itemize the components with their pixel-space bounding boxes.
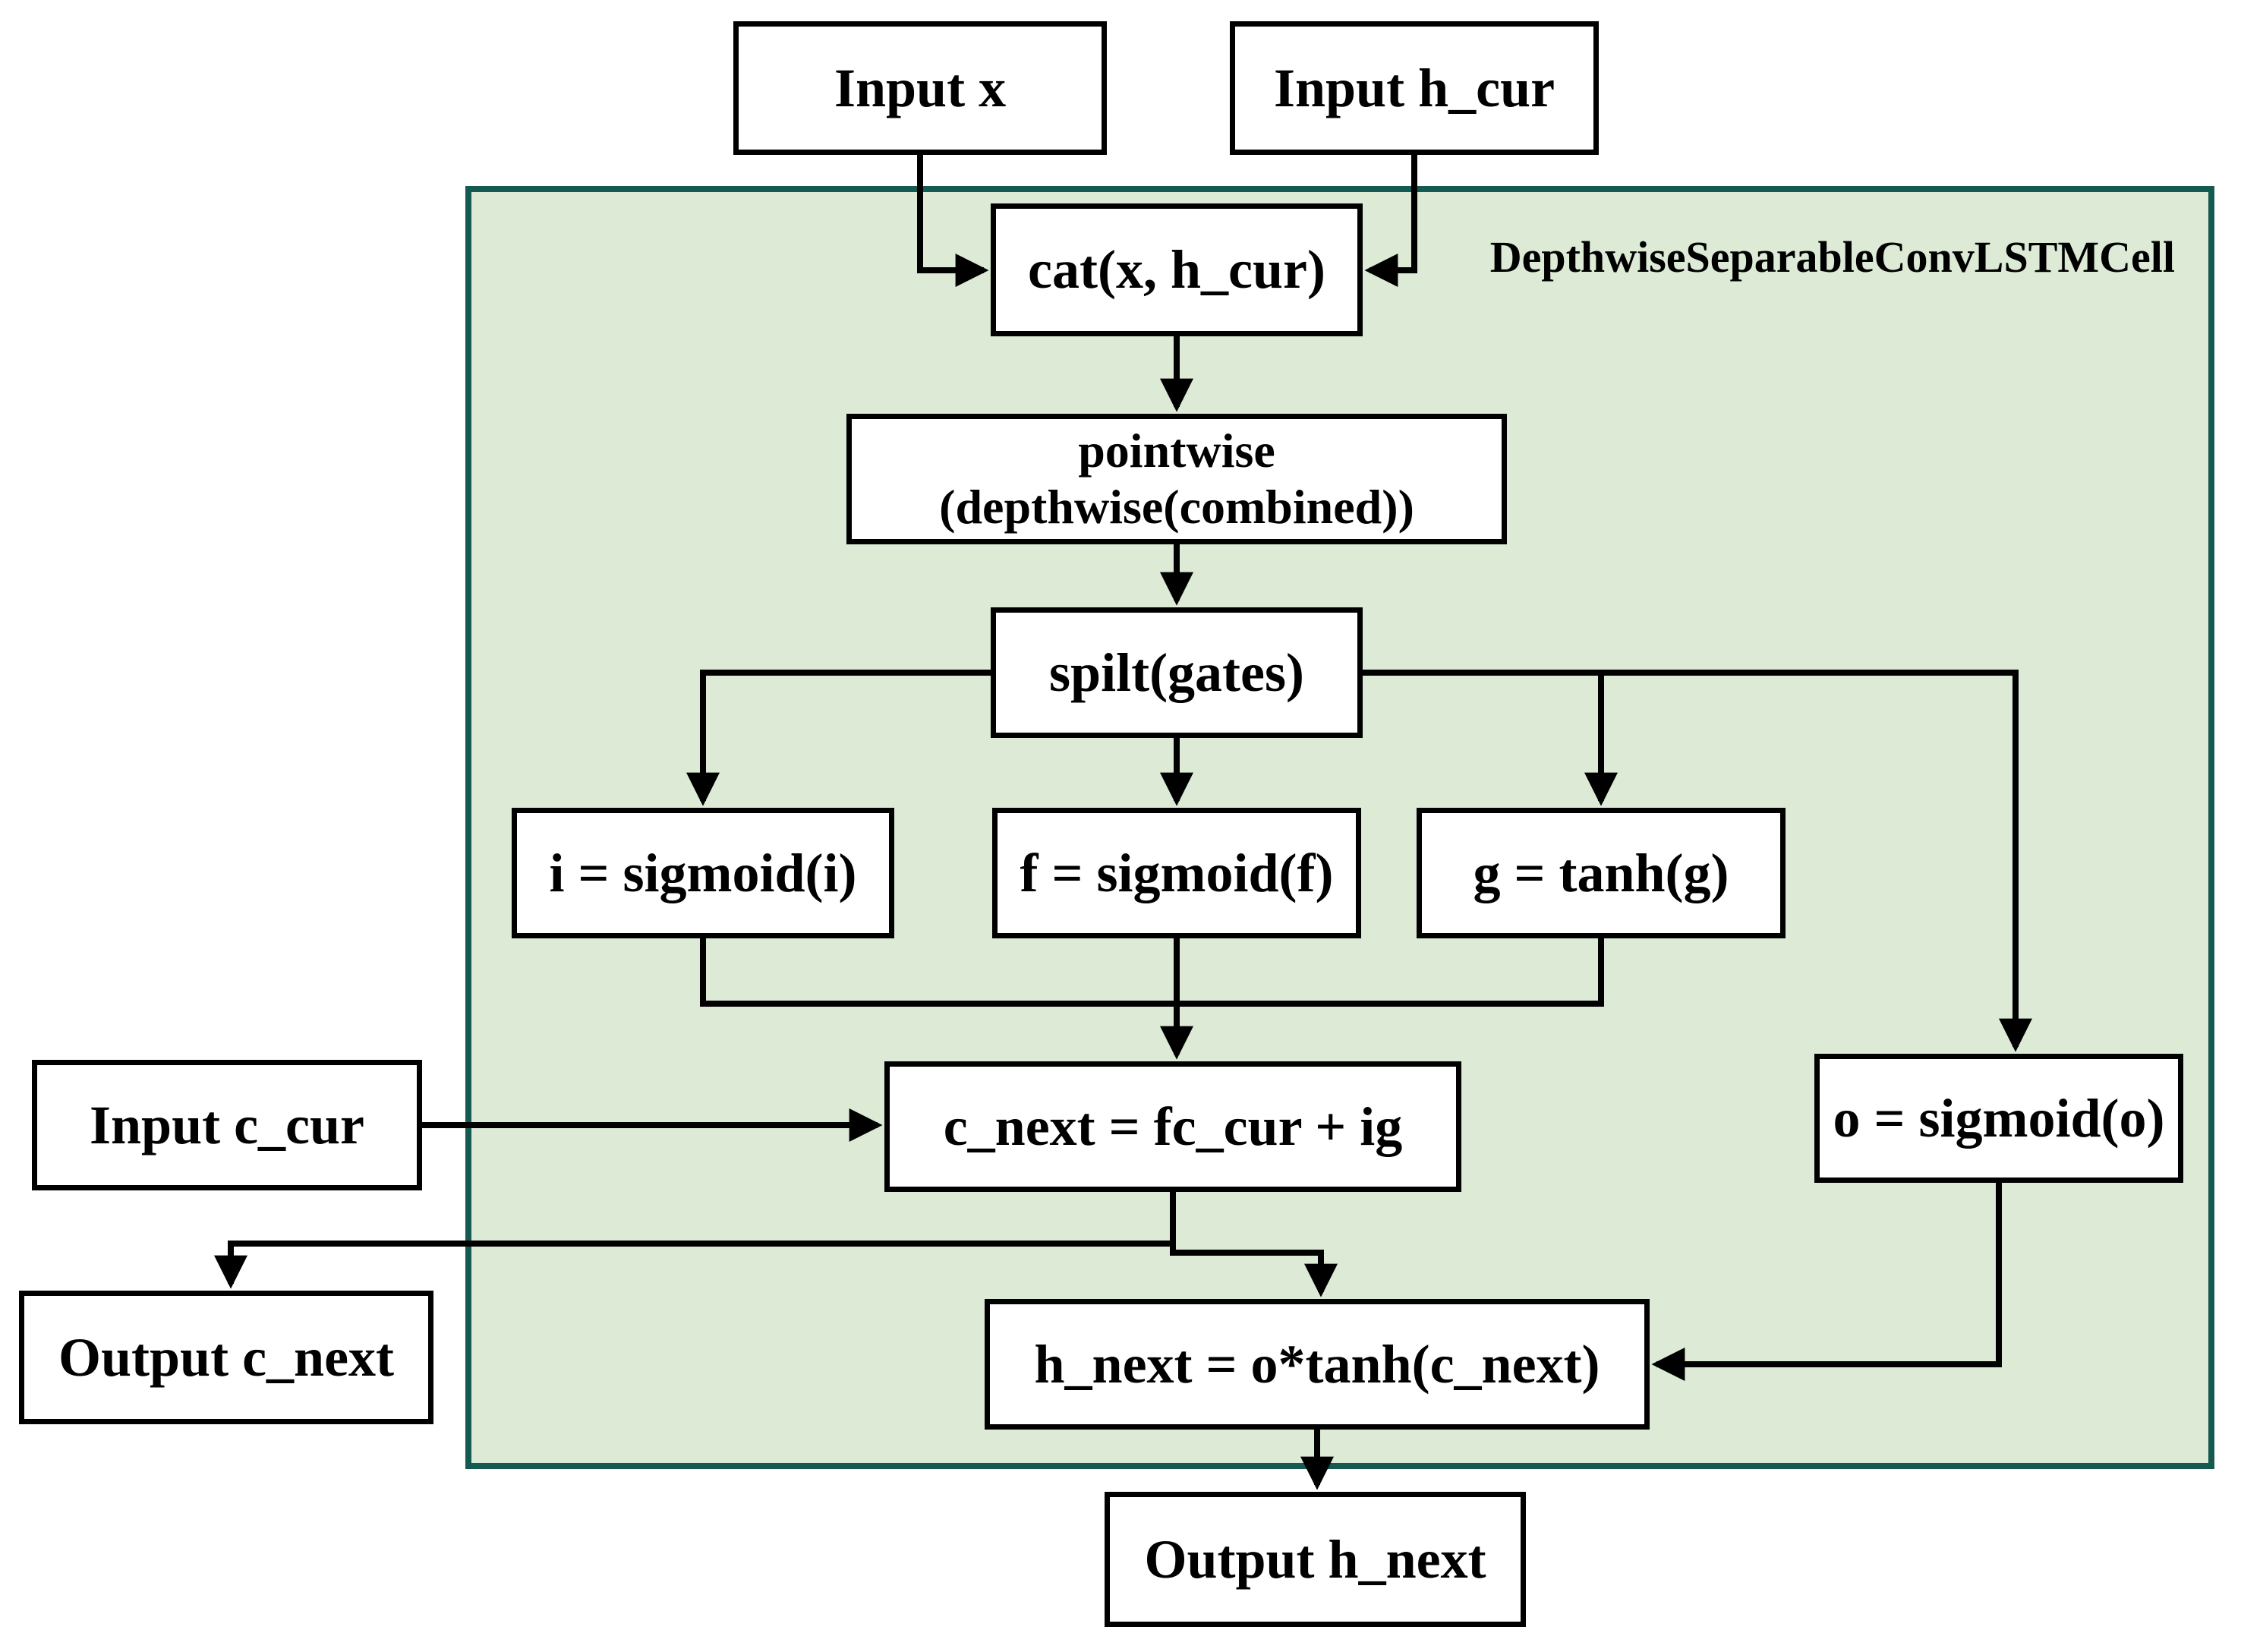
node-split-gates: spilt(gates) [991,607,1363,738]
node-output-c-next-label: Output c_next [58,1326,395,1388]
node-i-gate-label: i = sigmoid(i) [549,842,857,903]
wire-g-to-junction [1177,938,1604,1007]
node-i-gate: i = sigmoid(i) [512,808,894,938]
node-pointwise: pointwise (depthwise(combined)) [846,414,1507,544]
node-c-next: c_next = fc_cur + ig [884,1061,1461,1192]
node-g-gate-label: g = tanh(g) [1473,842,1729,903]
arrow-o-to-hnext [1651,1183,2002,1381]
node-f-gate: f = sigmoid(f) [992,808,1361,938]
node-input-h-cur-label: Input h_cur [1273,57,1555,118]
node-o-gate-label: o = sigmoid(o) [1833,1087,2165,1149]
node-cat-label: cat(x, h_cur) [1028,239,1325,301]
node-cat: cat(x, h_cur) [991,203,1363,336]
node-split-gates-label: spilt(gates) [1049,642,1304,703]
node-input-x: Input x [733,21,1107,155]
arrow-split-to-g [1363,670,1618,806]
node-pointwise-line1: pointwise [1078,424,1275,478]
node-output-c-next: Output c_next [19,1291,433,1424]
node-h-next: h_next = o*tanh(c_next) [985,1299,1650,1430]
arrow-input-x-to-cat [917,155,989,287]
node-output-h-next: Output h_next [1105,1492,1526,1627]
arrow-input-hcur-to-cat [1364,155,1417,287]
arrow-split-to-o [1601,670,2032,1052]
node-c-next-label: c_next = fc_cur + ig [943,1096,1403,1157]
node-input-c-cur: Input c_cur [32,1060,422,1190]
node-h-next-label: h_next = o*tanh(c_next) [1034,1333,1600,1395]
node-output-h-next-label: Output h_next [1144,1528,1486,1590]
node-pointwise-line2: (depthwise(combined)) [939,480,1414,534]
node-input-x-label: Input x [834,57,1007,118]
node-f-gate-label: f = sigmoid(f) [1020,842,1334,903]
wire-i-to-junction [700,938,1177,1007]
node-input-h-cur: Input h_cur [1230,21,1599,155]
arrow-split-to-i [686,670,991,806]
node-g-gate: g = tanh(g) [1417,808,1786,938]
node-input-c-cur-label: Input c_cur [89,1094,365,1155]
arrow-cnext-to-output-cnext [214,1192,1176,1289]
node-o-gate: o = sigmoid(o) [1814,1054,2183,1183]
arrow-cnext-to-hnext [1170,1244,1338,1297]
lstm-cell-title: DepthwiseSeparableConvLSTMCell [1489,232,2175,282]
